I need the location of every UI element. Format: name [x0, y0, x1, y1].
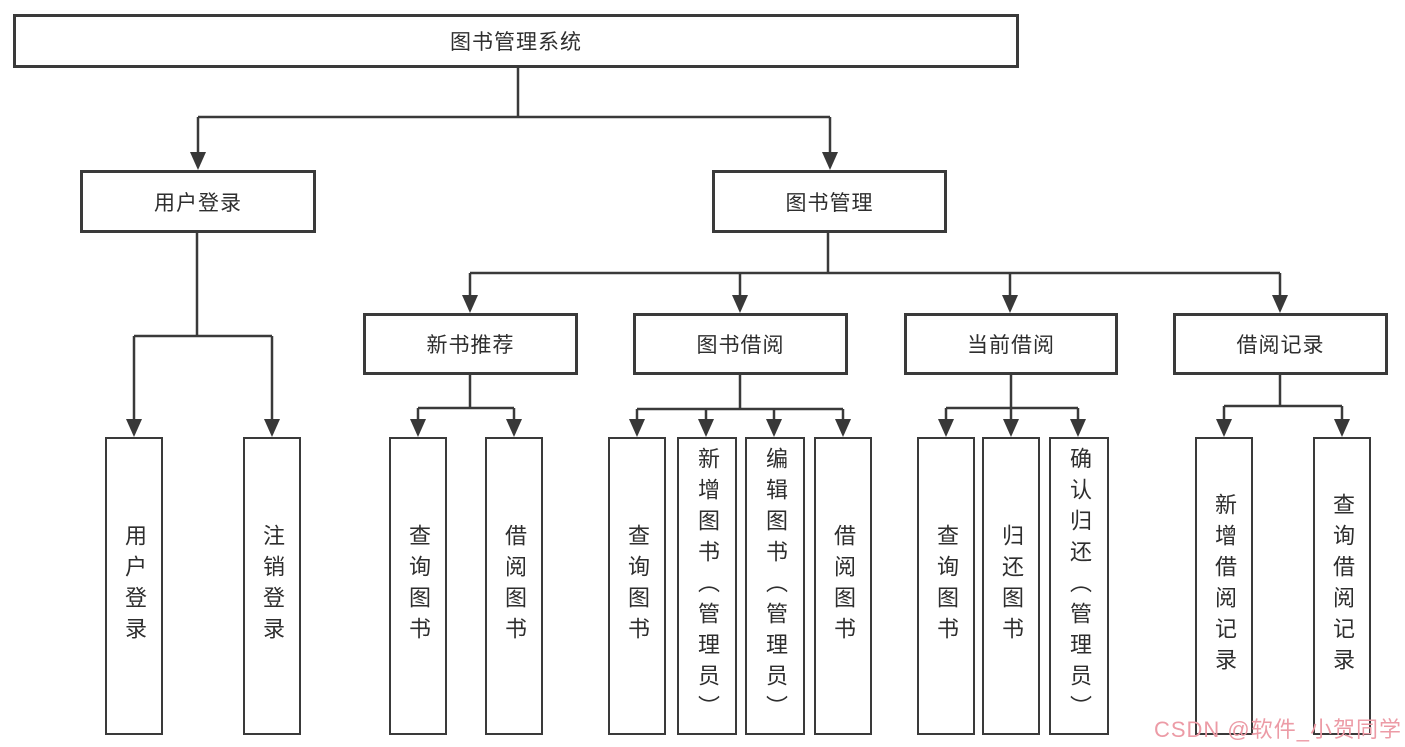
leaf-label: 用户登录	[122, 524, 147, 648]
leaf-confirm-return-admin: 确认归还（管理员）	[1049, 437, 1109, 735]
node-book-management: 图书管理	[712, 170, 947, 233]
node-library-management-system: 图书管理系统	[13, 14, 1019, 68]
leaf-query-books-recommend: 查询图书	[389, 437, 447, 735]
leaf-label: 借阅图书	[502, 524, 527, 648]
node-label: 当前借阅	[967, 334, 1055, 357]
leaf-label: 借阅图书	[831, 524, 856, 648]
node-label: 新书推荐	[426, 334, 515, 357]
node-book-borrowing: 图书借阅	[633, 313, 848, 375]
node-label: 借阅记录	[1236, 334, 1325, 357]
leaf-label: 新增借阅记录	[1212, 493, 1237, 679]
node-new-book-recommendation: 新书推荐	[363, 313, 578, 375]
leaf-query-books-current: 查询图书	[917, 437, 975, 735]
leaf-borrow-books: 借阅图书	[814, 437, 872, 735]
leaf-label: 查询借阅记录	[1330, 493, 1355, 679]
leaf-edit-books-admin: 编辑图书（管理员）	[745, 437, 805, 735]
node-label: 图书管理	[785, 191, 874, 215]
node-user-login: 用户登录	[80, 170, 316, 233]
leaf-label: 确认归还（管理员）	[1067, 446, 1092, 726]
node-label: 图书管理系统	[450, 31, 582, 54]
leaf-return-books: 归还图书	[982, 437, 1040, 735]
leaf-logout: 注销登录	[243, 437, 301, 735]
leaf-query-borrow-record: 查询借阅记录	[1313, 437, 1371, 735]
leaf-label: 新增图书（管理员）	[695, 446, 720, 726]
leaf-label: 编辑图书（管理员）	[763, 446, 788, 726]
leaf-query-books-borrow: 查询图书	[608, 437, 666, 735]
csdn-watermark: CSDN @软件_小贺同学	[1153, 717, 1402, 742]
leaf-label: 注销登录	[260, 524, 285, 648]
leaf-label: 查询图书	[934, 524, 959, 648]
leaf-add-books-admin: 新增图书（管理员）	[677, 437, 737, 735]
leaf-label: 归还图书	[999, 524, 1024, 648]
leaf-add-borrow-record: 新增借阅记录	[1195, 437, 1253, 735]
node-current-borrowing: 当前借阅	[904, 313, 1118, 375]
node-label: 图书借阅	[696, 334, 785, 357]
node-label: 用户登录	[154, 191, 242, 215]
leaf-borrow-books-recommend: 借阅图书	[485, 437, 543, 735]
node-borrowing-records: 借阅记录	[1173, 313, 1388, 375]
leaf-user-login: 用户登录	[105, 437, 163, 735]
leaf-label: 查询图书	[406, 524, 431, 648]
leaf-label: 查询图书	[625, 524, 650, 648]
